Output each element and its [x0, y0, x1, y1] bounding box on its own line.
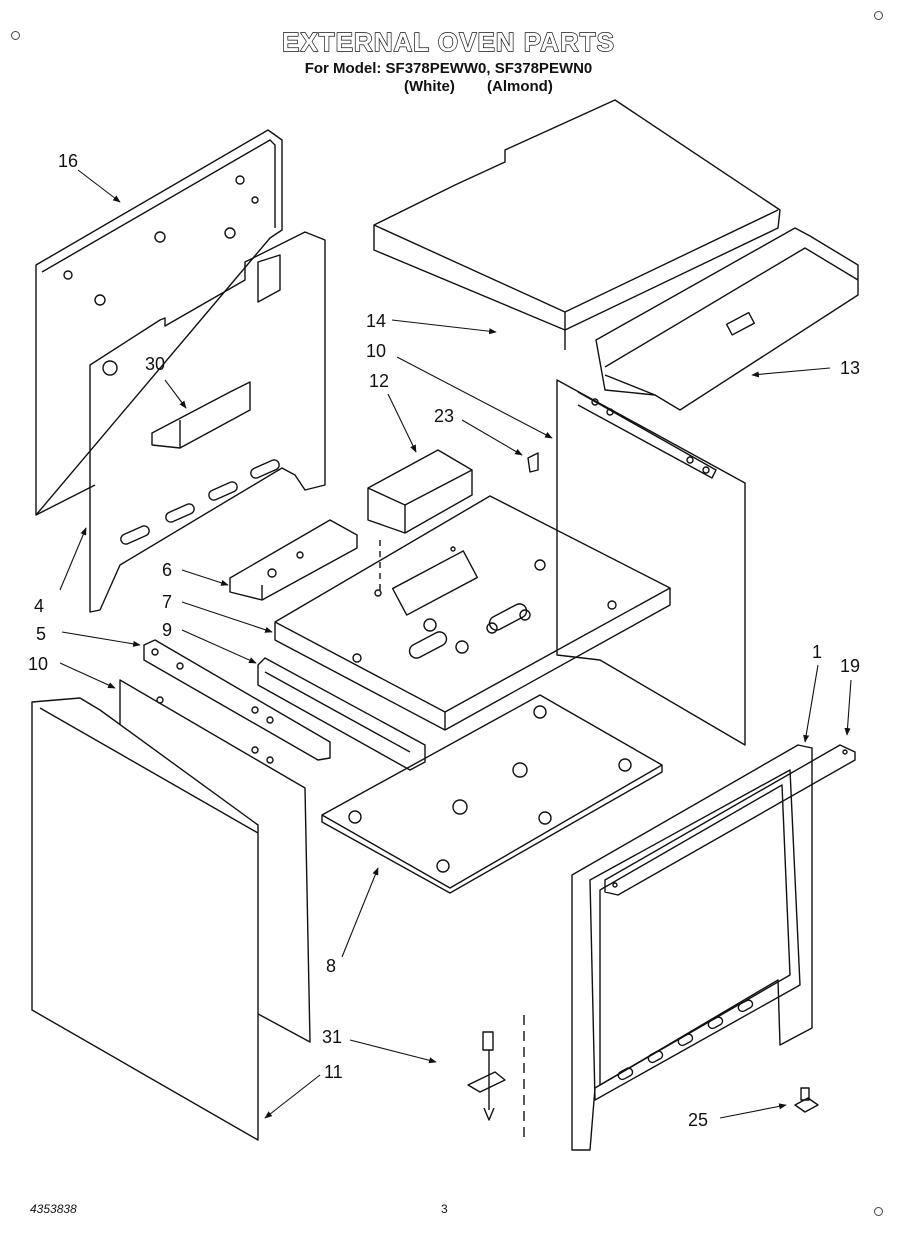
part-23-clip [527, 452, 539, 473]
part-30-bracket [151, 381, 251, 449]
callout-labels: 16 4 5 6 7 9 10 8 11 12 13 14 10 23 30 1… [28, 151, 860, 1130]
part-4-front-frame [89, 231, 326, 613]
part-31-leveling-assembly [467, 1015, 525, 1140]
part-6-bracket [229, 519, 358, 601]
callout-4: 4 [34, 596, 44, 616]
part-7-oven-tray [274, 495, 671, 731]
part-10-side-panel-right [556, 379, 746, 746]
part-19-hinge-bar [604, 744, 856, 896]
callout-10-left: 10 [28, 654, 48, 674]
callout-19: 19 [840, 656, 860, 676]
callout-25: 25 [688, 1110, 708, 1130]
leader-lines [59, 169, 852, 1119]
variant-almond: (Almond) [487, 78, 553, 95]
callout-7: 7 [162, 592, 172, 612]
corner-hole-top-right [874, 11, 883, 20]
callout-14: 14 [366, 311, 386, 331]
document-number: 4353838 [30, 1202, 77, 1216]
part-25-screw [794, 1087, 819, 1113]
part-8-bottom-plate [321, 694, 663, 894]
callout-1: 1 [812, 642, 822, 662]
callout-8: 8 [326, 956, 336, 976]
callout-6: 6 [162, 560, 172, 580]
part-14-top-cover [373, 99, 781, 350]
part-16-rear-panel [35, 129, 283, 516]
callout-5: 5 [36, 624, 46, 644]
part-5-trim-strip [143, 639, 331, 761]
part-11-outer-side-panel [31, 697, 259, 1141]
model-subtitle: For Model: SF378PEWW0, SF378PEWN0 [304, 60, 593, 77]
part-1-door-frame [571, 744, 813, 1151]
callout-16: 16 [58, 151, 78, 171]
corner-hole-bottom-right [874, 1207, 883, 1216]
color-variants: (White) (Almond) [404, 78, 581, 95]
callout-12: 12 [369, 371, 389, 391]
part-13-control-bracket [595, 227, 859, 411]
callout-9: 9 [162, 620, 172, 640]
variant-white: (White) [404, 78, 455, 95]
callout-13: 13 [840, 358, 860, 378]
callout-23: 23 [434, 406, 454, 426]
callout-10-right: 10 [366, 341, 386, 361]
page-title: EXTERNAL OVEN PARTS [281, 26, 615, 57]
callout-31: 31 [322, 1027, 342, 1047]
part-12-junction-box [367, 449, 473, 597]
part-9-channel [257, 657, 426, 771]
page-number: 3 [441, 1202, 448, 1216]
callout-11: 11 [324, 1062, 343, 1082]
callout-30: 30 [145, 354, 165, 374]
corner-hole-top-left [11, 31, 20, 40]
